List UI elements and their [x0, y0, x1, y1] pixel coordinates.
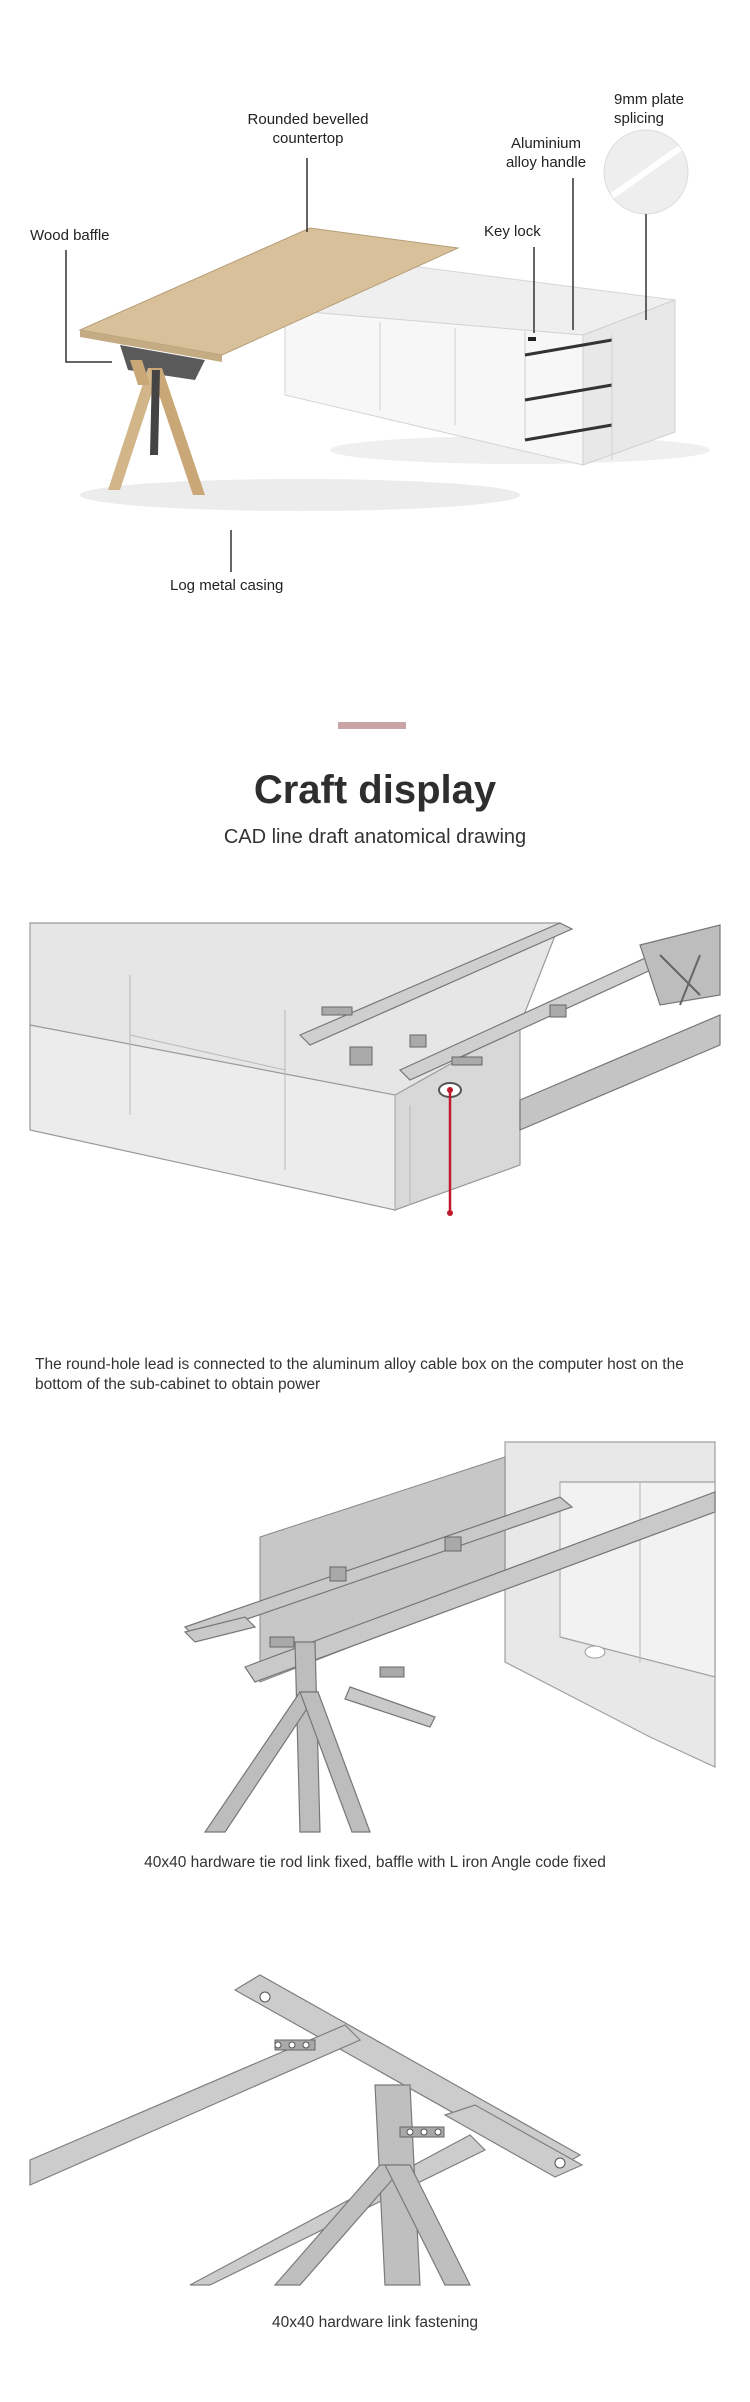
- cad-tie-rod-drawing: [183, 1441, 716, 1833]
- callout-keylock: Key lock: [484, 222, 541, 241]
- callout-baffle: Wood baffle: [30, 226, 110, 245]
- callout-plate: 9mm plate splicing: [614, 90, 694, 128]
- cad-cabinet-drawing: [29, 922, 721, 1216]
- cad-link-drawing: [29, 1974, 584, 2286]
- detail-caption-1: The round-hole lead is connected to the …: [35, 1356, 684, 1393]
- callout-handle-text: Aluminium alloy handle: [505, 135, 587, 171]
- callout-baffle-text: Wood baffle: [30, 227, 110, 244]
- callout-keylock-text: Key lock: [484, 223, 541, 240]
- callout-countertop: Rounded bevelled countertop: [238, 110, 378, 148]
- callout-plate-text: 9mm plate splicing: [614, 91, 685, 127]
- callout-casing-text: Log metal casing: [170, 577, 284, 594]
- section-accent-bar: [338, 722, 406, 729]
- desk-illustration: [65, 129, 710, 572]
- section-subtitle: CAD line draft anatomical drawing: [223, 826, 527, 848]
- detail-caption-2: 40x40 hardware tie rod link fixed, baffl…: [144, 1854, 606, 1871]
- callout-casing: Log metal casing: [170, 576, 283, 595]
- callout-handle: Aluminium alloy handle: [498, 134, 594, 172]
- detail-caption-3: 40x40 hardware link fastening: [272, 2314, 478, 2331]
- callout-countertop-text: Rounded bevelled countertop: [247, 111, 369, 147]
- section-title: Craft display: [253, 768, 497, 812]
